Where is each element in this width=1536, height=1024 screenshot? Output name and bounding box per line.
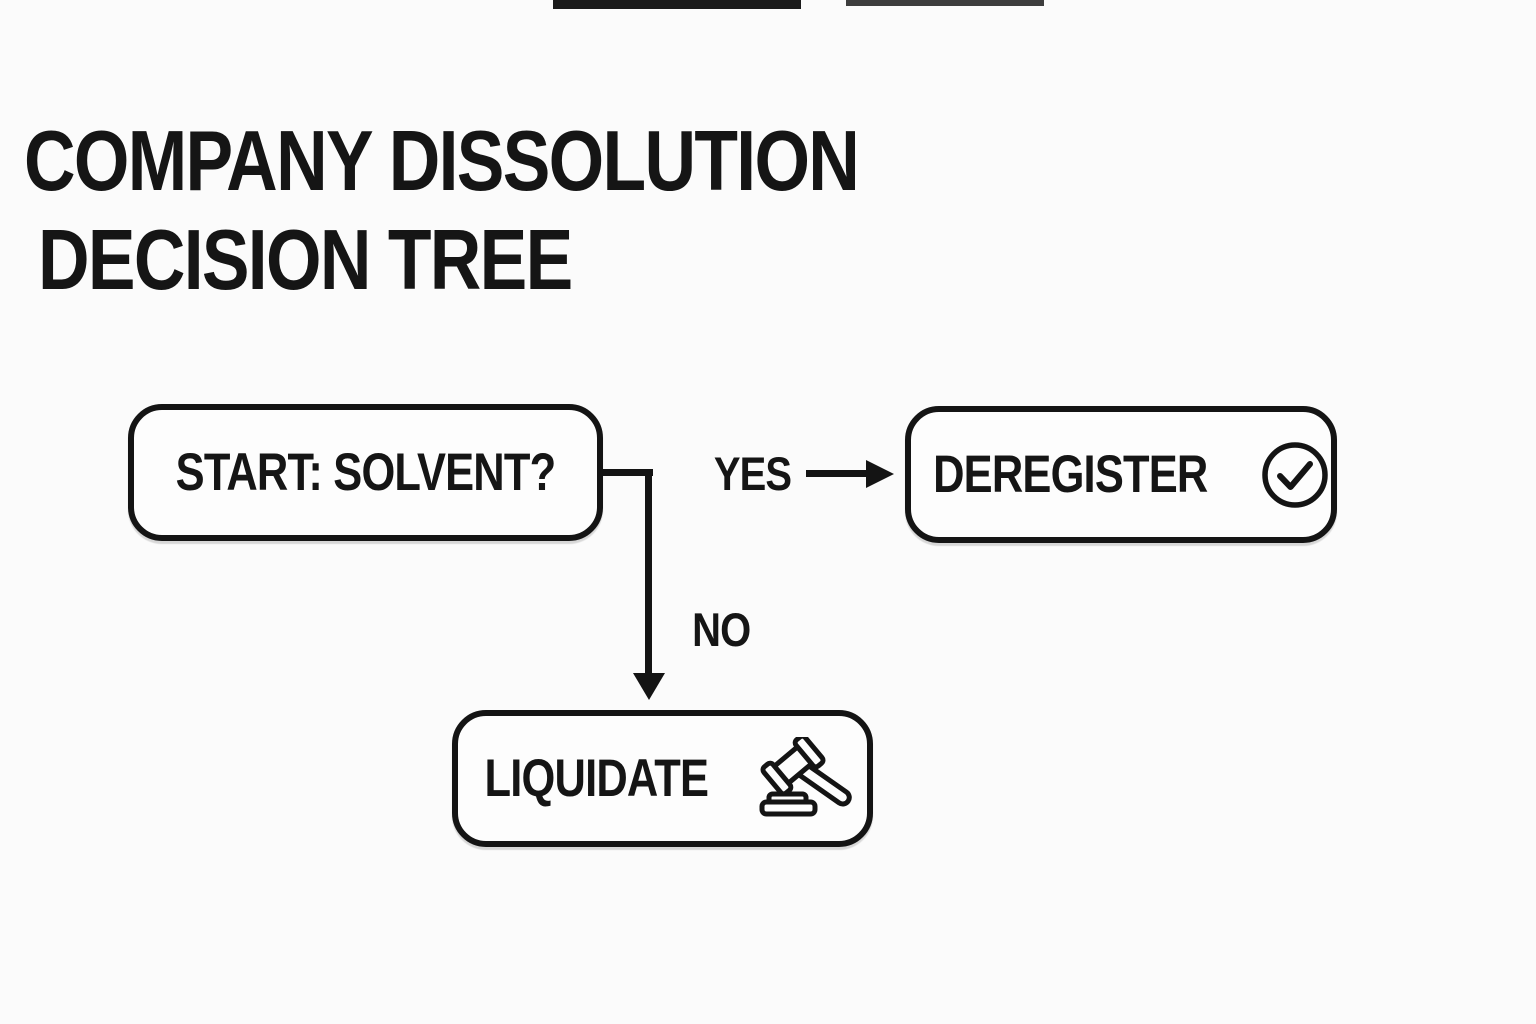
edge-no-stub-line [597, 469, 653, 476]
page-title-line1: COMPANY DISSOLUTION [24, 114, 860, 209]
top-edge-artifact [846, 0, 1044, 6]
node-liquidate: LIQUIDATE [452, 710, 873, 847]
node-start-solvent: START: SOLVENT? [128, 404, 603, 541]
page-title: COMPANY DISSOLUTION DECISION TREE [24, 112, 1017, 310]
node-deregister-label: DEREGISTER [932, 445, 1208, 504]
edge-no-label: NO [691, 603, 751, 656]
node-deregister: DEREGISTER [905, 406, 1337, 543]
edge-no-vertical-line [645, 469, 652, 675]
node-start-label: START: SOLVENT? [175, 443, 556, 502]
edge-no-arrowhead [633, 673, 665, 700]
top-edge-artifact [553, 0, 801, 9]
edge-yes-arrowhead [866, 460, 894, 488]
edge-yes-label: YES [714, 447, 792, 500]
edge-yes-line [806, 470, 868, 477]
page-title-line2: DECISION TREE [38, 213, 573, 308]
check-circle-icon [1262, 441, 1329, 508]
gavel-icon [759, 736, 852, 816]
node-liquidate-label: LIQUIDATE [484, 749, 709, 808]
